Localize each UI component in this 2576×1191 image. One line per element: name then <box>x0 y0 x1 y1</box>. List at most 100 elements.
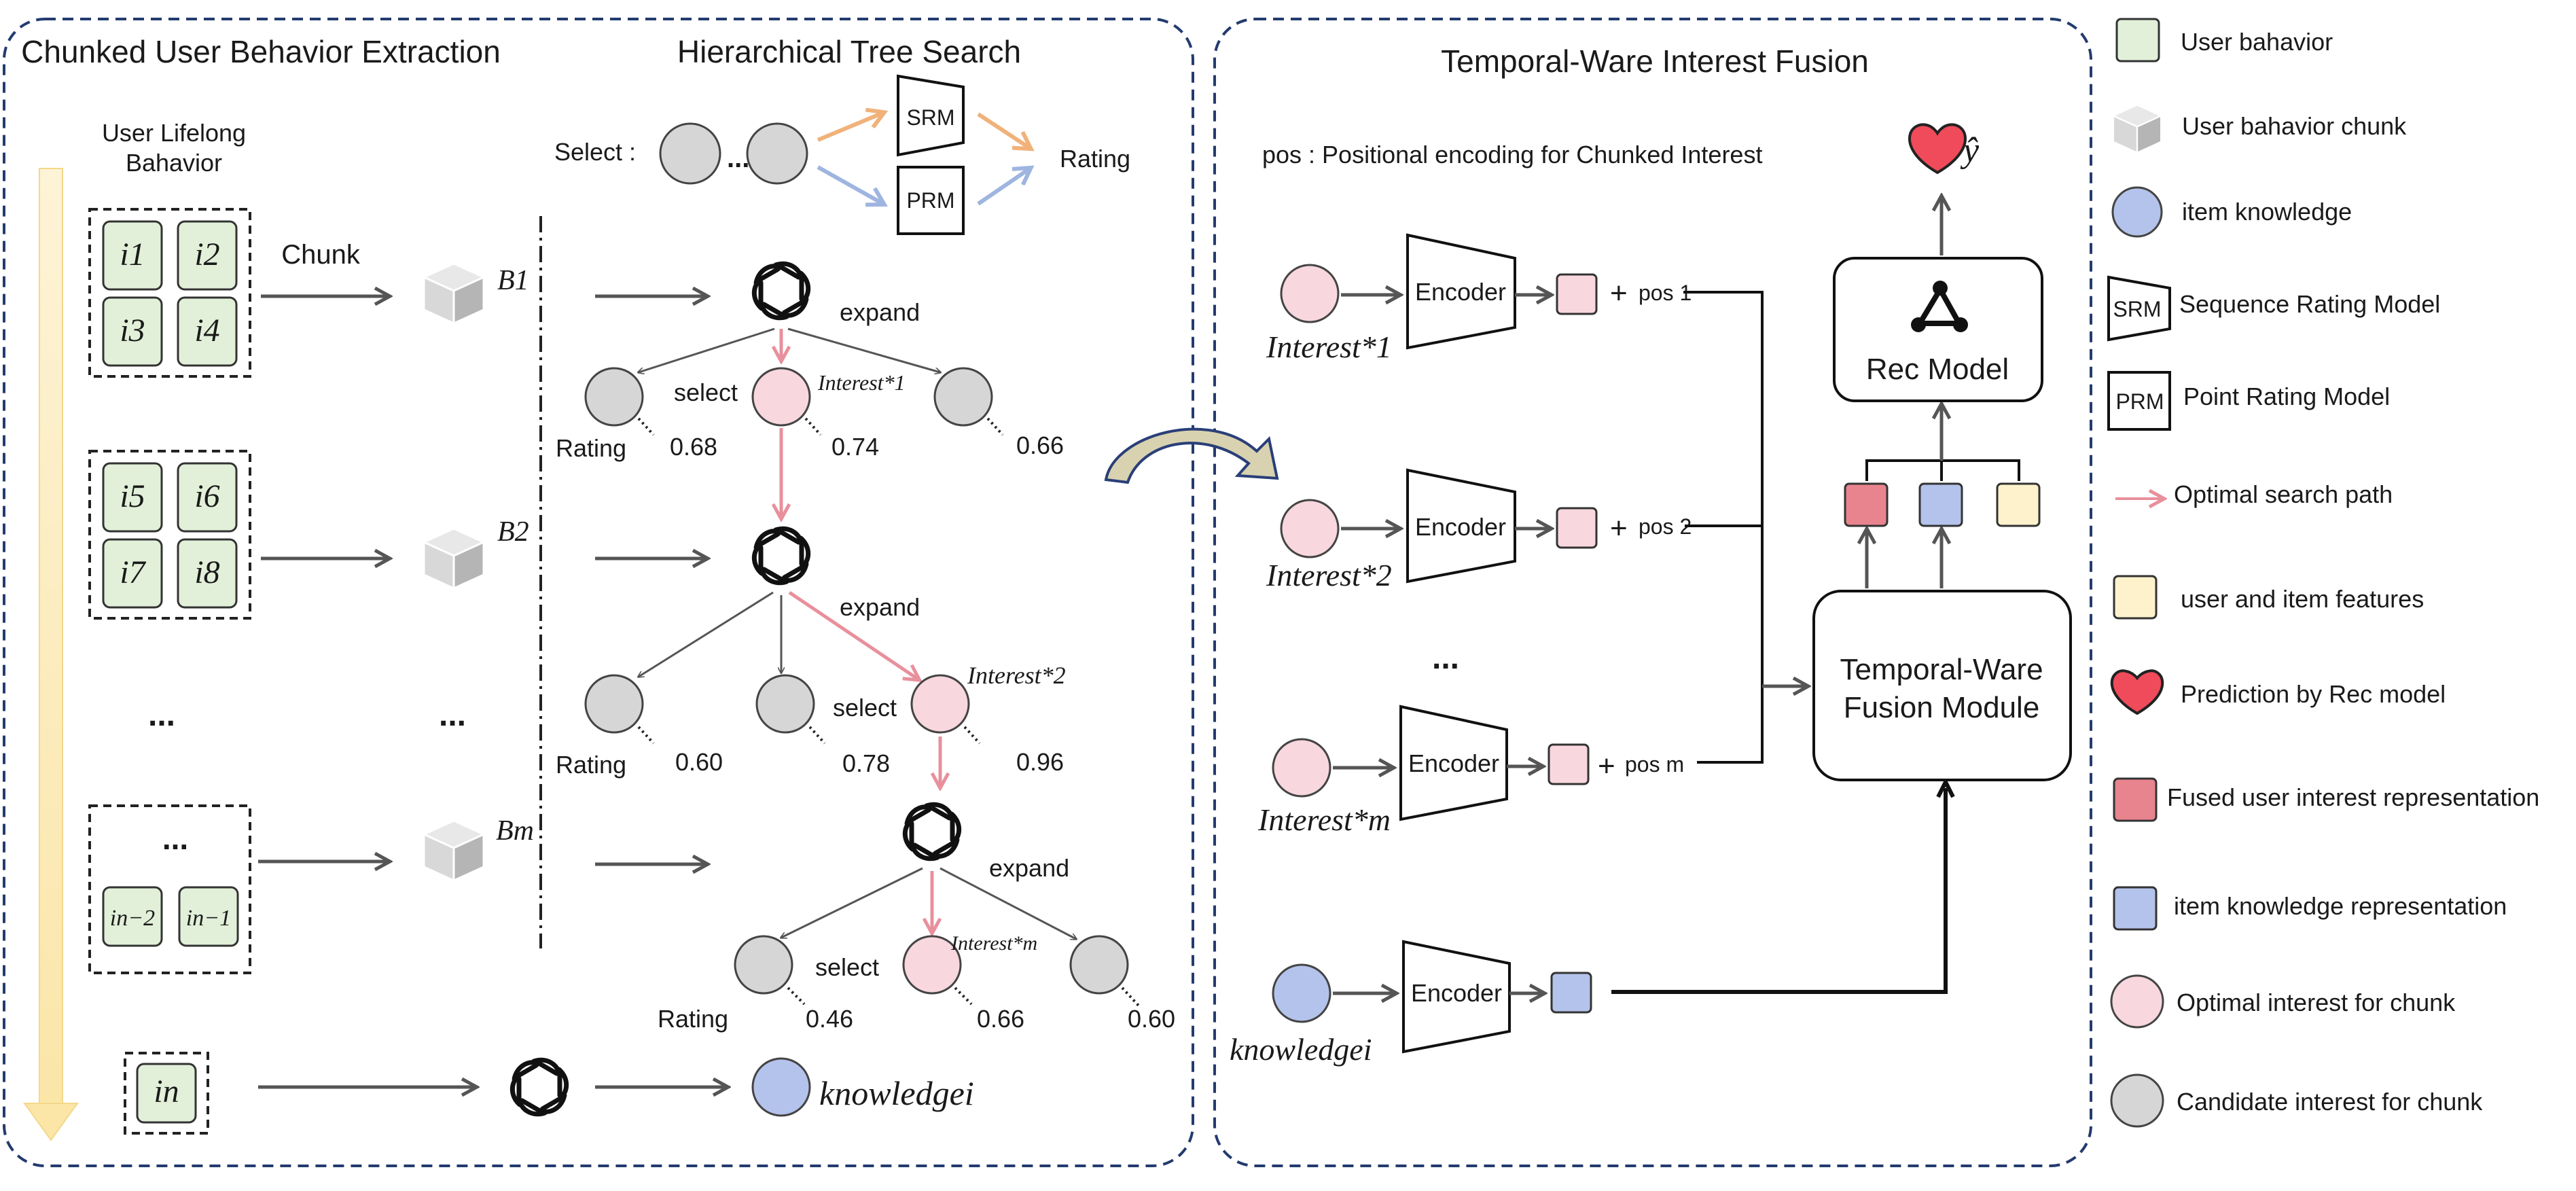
item-label: i8 <box>194 554 219 590</box>
knowledge-repr-square <box>1918 482 1963 527</box>
title-tree-search: Hierarchical Tree Search <box>677 34 1021 69</box>
title-chunked-extraction: Chunked User Behavior Extraction <box>21 34 501 69</box>
item-label: in−2 <box>110 906 155 931</box>
tree-3: expand select Interest*m Rating 0.46 0.6… <box>595 800 1175 1033</box>
chunk-label: Chunk <box>281 240 361 270</box>
encoder-row-1: Interest*1 Encoder + pos 1 <box>1266 233 1692 364</box>
legend-icon-candidate <box>2110 1073 2164 1128</box>
chunk-label-b1: B1 <box>497 265 529 296</box>
llm-icon <box>748 525 815 587</box>
llm-icon <box>748 260 815 322</box>
svg-text:Prediction by Rec model: Prediction by Rec model <box>2181 680 2446 708</box>
right-panel-border <box>1213 18 2092 1167</box>
svg-text:Interest*1: Interest*1 <box>1266 330 1392 364</box>
svg-text:select: select <box>833 694 897 722</box>
behavior-group-1: i1 i2 i3 i4 <box>88 208 251 378</box>
optimal-interest-circle <box>751 367 811 427</box>
row-ellipsis: ... <box>1432 640 1459 676</box>
fusion-output-arrows <box>1867 530 1942 588</box>
legend-icon-srm <box>2107 275 2171 342</box>
svg-text:Optimal search path: Optimal search path <box>2174 480 2393 508</box>
encoder-row-knowledge: knowledgei Encoder <box>1230 940 1592 1067</box>
svg-text:expand: expand <box>989 854 1069 882</box>
svg-text:pos m: pos m <box>1625 752 1684 777</box>
candidate-interest-circle <box>933 367 993 427</box>
behavior-last-item: in <box>124 1052 209 1135</box>
svg-text:Candidate interest for chunk: Candidate interest for chunk <box>2177 1088 2483 1116</box>
behavior-chunk-cube <box>423 819 485 882</box>
chunk-ellipsis: ... <box>439 697 466 733</box>
svg-text:Interest*m: Interest*m <box>1257 802 1391 837</box>
srm-block: SRM <box>897 74 965 157</box>
svg-text:Interest*2: Interest*2 <box>967 662 1066 689</box>
svg-text:expand: expand <box>840 593 920 621</box>
tree-2: expand select Interest*2 Rating 0.60 0.7… <box>556 525 1066 787</box>
svg-text:Rating: Rating <box>556 434 626 462</box>
svg-text:PRM: PRM <box>906 188 954 213</box>
behavior-chunk-cube <box>423 262 485 325</box>
svg-text:Rec Model: Rec Model <box>1866 353 2009 386</box>
legend-icon-prm <box>2107 371 2171 431</box>
fusion-module: Temporal-Ware Fusion Module <box>1812 590 2072 781</box>
svg-text:select: select <box>815 953 879 981</box>
legend-icon-knowledge-repr <box>2113 886 2158 931</box>
behavior-group-2: i5 i6 i7 i8 <box>88 450 251 620</box>
svg-text:expand: expand <box>840 298 920 326</box>
behavior-chunk-cube <box>423 527 485 590</box>
merge-lines <box>1611 291 1946 994</box>
behavior-group-3: ... in−2 in−1 <box>88 804 251 974</box>
item-knowledge-circle <box>751 1057 811 1117</box>
svg-text:...: ... <box>162 821 188 856</box>
svg-text:Fused user interest representa: Fused user interest representation <box>2167 783 2539 811</box>
svg-text:Temporal-Ware: Temporal-Ware <box>1840 653 2043 686</box>
optimal-interest-circle <box>902 935 962 995</box>
svg-text:Interest*2: Interest*2 <box>1266 558 1392 592</box>
candidate-interest-circle <box>584 367 644 427</box>
svg-text:Rating: Rating <box>556 751 626 779</box>
item-label: i2 <box>194 236 219 272</box>
panel-connector-arrow <box>1104 427 1279 484</box>
svg-text:0.68: 0.68 <box>670 433 717 461</box>
svg-text:user and item features: user and item features <box>2181 585 2424 613</box>
svg-text:0.60: 0.60 <box>1128 1005 1175 1033</box>
candidate-circle <box>659 122 721 185</box>
candidate-interest-circle <box>755 674 815 734</box>
svg-text:0.66: 0.66 <box>1016 431 1064 459</box>
svg-text:0.60: 0.60 <box>675 748 723 776</box>
svg-text:item knowledge: item knowledge <box>2182 198 2352 226</box>
prm-block: PRM <box>897 166 965 235</box>
svg-text:...: ... <box>727 143 749 173</box>
item-label: i4 <box>194 313 219 349</box>
group-ellipsis: ... <box>148 697 175 733</box>
select-label: Select : <box>554 138 636 166</box>
legend: User bahavior User bahavior chunk item k… <box>2107 18 2539 1128</box>
legend-icon-behavior <box>2115 18 2160 63</box>
legend-icon-heart <box>2110 669 2164 715</box>
llm-icon <box>899 800 966 863</box>
svg-text:User bahavior: User bahavior <box>2181 28 2333 56</box>
rec-model: Rec Model <box>1833 257 2043 402</box>
svg-text:Interest*1: Interest*1 <box>817 370 906 395</box>
svg-text:Point Rating Model: Point Rating Model <box>2183 383 2390 410</box>
item-label: i6 <box>194 478 219 514</box>
item-label: i5 <box>120 478 145 514</box>
svg-text:in: in <box>154 1073 179 1109</box>
knowledge-label: knowledgei <box>819 1074 974 1112</box>
svg-text:PRM: PRM <box>2115 389 2164 414</box>
svg-text:Sequence Rating Model: Sequence Rating Model <box>2179 290 2440 318</box>
svg-text:Fusion Module: Fusion Module <box>1844 691 2040 724</box>
svg-text:0.78: 0.78 <box>842 749 890 777</box>
candidate-circle <box>746 122 808 185</box>
svg-text:Rating: Rating <box>658 1005 728 1033</box>
candidate-interest-circle <box>1069 935 1129 995</box>
svg-text:SRM: SRM <box>906 105 954 130</box>
svg-text:Interest*m: Interest*m <box>950 932 1037 955</box>
svg-text:Optimal interest for chunk: Optimal interest for chunk <box>2177 989 2456 1016</box>
svg-text:+: + <box>1598 749 1615 783</box>
encoder-row-m: Interest*m Encoder + pos m <box>1257 705 1684 837</box>
svg-text:Encoder: Encoder <box>1411 979 1502 1007</box>
svg-text:+: + <box>1610 512 1628 545</box>
fused-interest-square <box>1844 482 1889 527</box>
legend-icon-optimal <box>2110 974 2164 1029</box>
legend-icon-chunk <box>2112 104 2162 154</box>
